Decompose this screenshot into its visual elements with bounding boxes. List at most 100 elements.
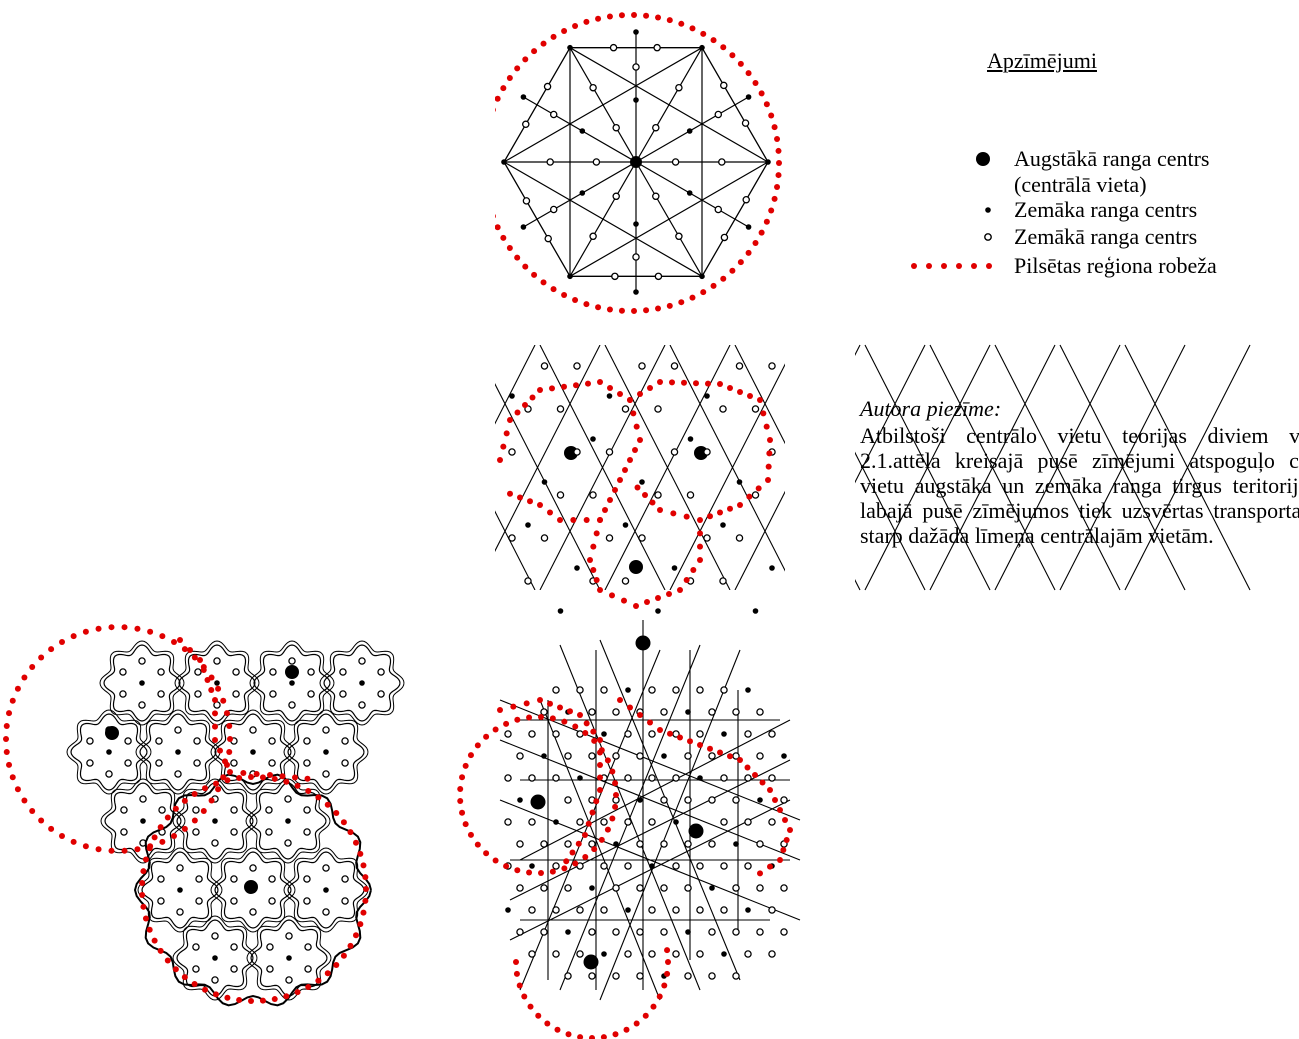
region-boundary-dot bbox=[597, 517, 603, 523]
lowest-rank-centre bbox=[138, 701, 146, 709]
region-boundary-dot bbox=[140, 903, 147, 910]
region-boundary-dot bbox=[697, 557, 703, 563]
network-line bbox=[669, 344, 796, 591]
legend-label-central-place: (centrālā vieta) bbox=[1014, 172, 1147, 197]
region-boundary-dot bbox=[593, 577, 600, 583]
region-boundary-dot bbox=[664, 970, 671, 977]
lowest-rank-centre bbox=[768, 730, 776, 738]
region-boundary-dot bbox=[775, 147, 782, 154]
market-area-outline bbox=[141, 851, 219, 929]
lowest-rank-centre bbox=[670, 448, 679, 456]
network-line bbox=[604, 344, 731, 591]
region-boundary-dot bbox=[557, 517, 563, 523]
lowest-rank-centre bbox=[684, 796, 692, 804]
lowest-rank-centre bbox=[269, 690, 277, 698]
region-boundary-dot bbox=[717, 749, 723, 756]
region-boundary-dot bbox=[506, 74, 513, 81]
region-boundary-dot bbox=[357, 921, 364, 928]
region-boundary-dot bbox=[202, 785, 209, 792]
lower-rank-centre bbox=[733, 841, 739, 847]
lower-rank-centre bbox=[769, 565, 775, 571]
region-boundary-dot bbox=[604, 826, 611, 833]
lower-rank-centre bbox=[525, 522, 531, 528]
region-boundary-dot bbox=[527, 1003, 534, 1010]
region-boundary-dot bbox=[618, 12, 625, 19]
region-boundary-dot bbox=[208, 687, 215, 693]
region-boundary-dot bbox=[159, 838, 166, 845]
network-line bbox=[559, 644, 701, 991]
lower-rank-centre bbox=[250, 749, 256, 755]
lower-rank-centre bbox=[745, 224, 752, 230]
lowest-rank-centre bbox=[780, 884, 788, 892]
region-boundary-dot bbox=[151, 834, 158, 841]
region-boundary-dot bbox=[745, 249, 752, 256]
region-boundary-dot bbox=[226, 722, 233, 729]
region-boundary-dot bbox=[526, 869, 533, 876]
lowest-rank-centre bbox=[612, 884, 620, 892]
region-boundary-dot bbox=[507, 490, 513, 497]
lowest-rank-centre bbox=[524, 577, 532, 585]
region-boundary-dot bbox=[236, 774, 243, 781]
region-boundary-dot bbox=[760, 410, 767, 417]
region-boundary-dot bbox=[462, 821, 469, 828]
region-boundary-dot bbox=[585, 380, 591, 387]
lowest-rank-centre bbox=[686, 491, 695, 499]
network-line bbox=[519, 719, 791, 861]
region-boundary-dot bbox=[48, 646, 55, 653]
lower-rank-centre bbox=[633, 97, 639, 103]
network-line bbox=[474, 344, 601, 591]
region-boundary-dot bbox=[681, 379, 687, 386]
lower-rank-centre bbox=[686, 128, 693, 134]
region-boundary-dot bbox=[700, 30, 707, 37]
lowest-rank-centre bbox=[552, 774, 560, 782]
lowest-rank-centre bbox=[211, 976, 219, 984]
network-line bbox=[1059, 344, 1186, 591]
region-boundary-dot bbox=[700, 289, 707, 296]
region-boundary-dot bbox=[727, 753, 733, 760]
region-boundary-dot bbox=[457, 797, 464, 804]
region-boundary-dot bbox=[737, 259, 744, 266]
lowest-rank-centre bbox=[632, 253, 640, 261]
lower-rank-centre bbox=[673, 819, 679, 825]
legend-label-lowest-rank: Zemākā ranga centrs bbox=[1014, 224, 1198, 249]
region-boundary-dot bbox=[772, 797, 778, 803]
region-boundary-dot bbox=[643, 12, 650, 19]
lower-rank-centre bbox=[214, 680, 220, 686]
region-boundary-dot bbox=[187, 647, 193, 653]
region-boundary-dot bbox=[607, 385, 613, 391]
lowest-rank-centre bbox=[732, 796, 740, 804]
region-boundary-dot bbox=[544, 1020, 551, 1027]
region-boundary-dot bbox=[729, 267, 736, 274]
network-line bbox=[509, 759, 791, 901]
region-boundary-dot bbox=[647, 385, 653, 391]
lowest-rank-centre bbox=[544, 234, 552, 243]
lowest-rank-centre bbox=[265, 806, 273, 814]
lowest-rank-centre bbox=[195, 897, 203, 905]
region-boundary-dot bbox=[783, 837, 790, 843]
lowest-rank-centre bbox=[670, 362, 679, 370]
region-boundary-dot bbox=[535, 1012, 542, 1019]
region-boundary-dot bbox=[531, 271, 538, 278]
region-boundary-dot bbox=[492, 857, 499, 864]
region-boundary-dot bbox=[217, 747, 223, 754]
lowest-rank-centre bbox=[540, 534, 549, 542]
lowest-rank-centre bbox=[660, 708, 668, 716]
lower-rank-centre bbox=[622, 522, 629, 528]
lowest-rank-centre bbox=[638, 534, 646, 542]
lowest-rank-centre bbox=[600, 818, 608, 826]
region-boundary-dot bbox=[787, 827, 793, 833]
region-boundary-dot bbox=[6, 710, 13, 717]
lowest-rank-centre bbox=[230, 943, 238, 951]
region-boundary-dot bbox=[569, 849, 576, 856]
lowest-rank-centre bbox=[249, 726, 257, 734]
region-boundary-dot bbox=[197, 657, 203, 663]
lowest-rank-centre bbox=[612, 928, 620, 936]
lowest-rank-centre bbox=[672, 862, 680, 870]
region-boundary-dot bbox=[14, 786, 21, 793]
region-boundary-dot bbox=[572, 723, 579, 730]
region-boundary-dot bbox=[780, 847, 787, 853]
lower-rank-centre bbox=[613, 841, 619, 847]
market-area-outline bbox=[100, 778, 186, 864]
region-boundary-dot bbox=[617, 477, 623, 483]
